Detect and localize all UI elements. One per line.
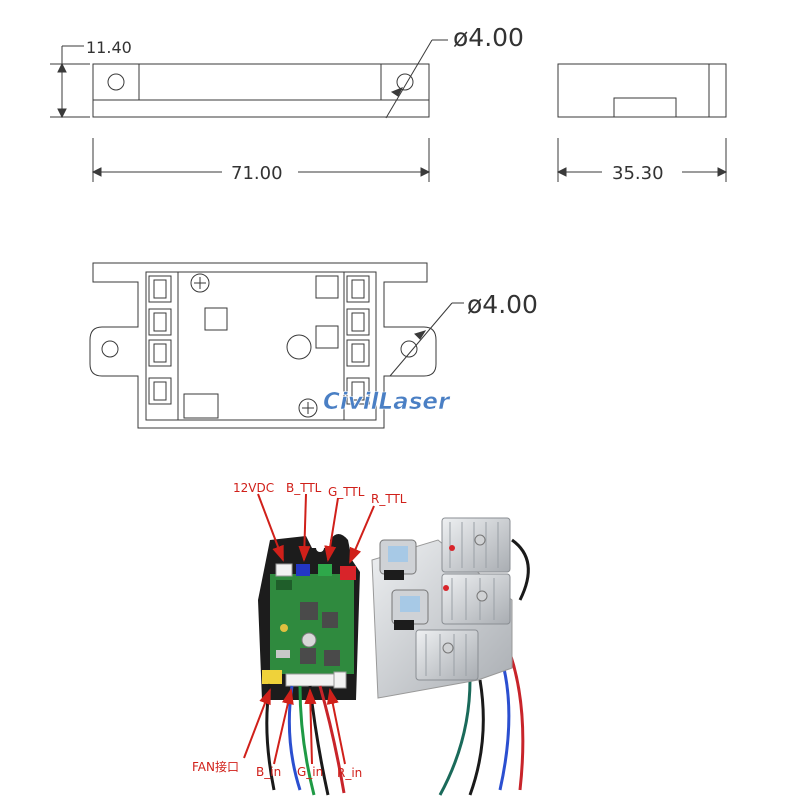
mount-hole-left [107,73,125,91]
hole-leader-bottom [389,302,464,377]
fan-connector [262,670,282,684]
hole-diameter-top: ø4.00 [453,23,524,52]
label-12vdc: 12VDC [233,481,274,495]
depth-dimension [556,138,728,182]
right-connectors [346,275,370,405]
label-fan: FAN接口 [192,759,239,774]
screw-icon [190,273,210,293]
blue-ttl-connector [296,564,310,576]
hole-leader-top [385,39,448,119]
label-b-ttl: B_TTL [286,481,322,495]
label-r-ttl: R_TTL [371,492,407,506]
driver-board-photo [258,534,360,700]
height-label: 11.40 [86,38,132,57]
height-dimension [50,45,90,119]
label-arrows [243,493,375,765]
screw-icon [298,398,318,418]
length-label: 71.00 [231,163,283,184]
power-connector [275,563,293,577]
laser-modules-photo [371,517,513,699]
pcb-top-view [89,262,437,429]
front-view [92,63,430,118]
label-g-ttl: G_TTL [328,485,365,499]
hole-diameter-bottom: ø4.00 [467,290,538,319]
mount-hole-right [396,73,414,91]
label-g-in: G_in [297,765,323,779]
depth-label: 35.30 [612,163,664,184]
label-b-in: B_in [256,765,281,779]
length-dimension [91,138,431,182]
pcb-mount-hole-right [400,340,418,358]
label-r-in: R_in [337,766,362,780]
red-ttl-connector [340,566,356,580]
pcb-mount-hole-left [101,340,119,358]
green-ttl-connector [318,564,332,576]
left-connectors [148,275,172,405]
civillaser-logo: CivilLaser [323,389,451,415]
side-view [557,63,727,118]
